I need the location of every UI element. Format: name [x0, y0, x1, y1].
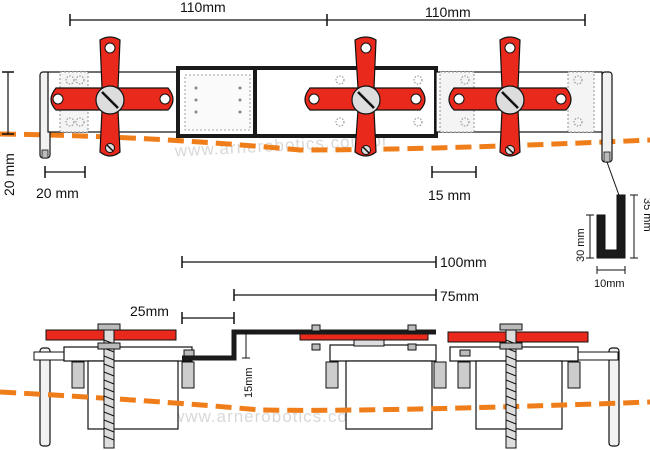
- dim-offset-right: 15 mm: [428, 166, 477, 203]
- side-servo-left: [63, 346, 195, 430]
- dim-step-length: 25mm: [130, 303, 235, 324]
- side-servo-right: [449, 346, 581, 430]
- dim-step-height-label: 15mm: [243, 367, 255, 398]
- side-leg-rod-right: [608, 347, 620, 447]
- watermark-side: www.arnerobotics.com.br: [171, 407, 386, 426]
- side-ground-line: [0, 389, 650, 413]
- side-horn-right: [447, 331, 589, 343]
- dim-bracket-span-label: 75mm: [440, 288, 479, 304]
- dim-height-label: 20 mm: [1, 153, 17, 196]
- dim-bracket-span: 75mm: [233, 288, 479, 304]
- dim-offset-left: 20 mm: [36, 166, 86, 201]
- dim-overall-label: 100mm: [440, 254, 487, 270]
- servo-horn-3: [448, 36, 572, 157]
- dim-overall: 100mm: [181, 254, 487, 270]
- side-servo-middle: [325, 333, 447, 430]
- threaded-rod-left: [97, 323, 121, 449]
- dim-span-left: 110mm: [69, 0, 328, 26]
- dim-offset-right-label: 15 mm: [428, 187, 471, 203]
- servo-horn-2: [304, 36, 426, 157]
- dim-height: 20 mm: [1, 71, 17, 196]
- profile-width-label: 10mm: [594, 278, 625, 290]
- dim-span-right: 110mm: [327, 4, 586, 26]
- u-profile-detail: 30 mm 35 mm 10mm: [575, 194, 650, 290]
- dim-span-left-label: 110mm: [180, 0, 226, 15]
- side-view: 100mm 75mm 25mm www.arnerobotics.com.br: [0, 254, 650, 449]
- threaded-rod-right: [499, 323, 523, 449]
- servo-horn-1: [50, 36, 174, 157]
- leg-rod-right: [601, 71, 613, 163]
- ground-line: [0, 131, 650, 153]
- top-view: 110mm 110mm www.arnerobotics.com.br: [0, 0, 650, 203]
- profile-height-outer-label: 35 mm: [641, 198, 650, 232]
- leader-line: [606, 161, 621, 199]
- side-bracket: [182, 329, 436, 361]
- dim-span-right-label: 110mm: [425, 4, 471, 20]
- dim-offset-left-label: 20 mm: [36, 185, 79, 201]
- profile-height-inner-label: 30 mm: [575, 228, 587, 262]
- dim-step-length-label: 25mm: [130, 303, 169, 319]
